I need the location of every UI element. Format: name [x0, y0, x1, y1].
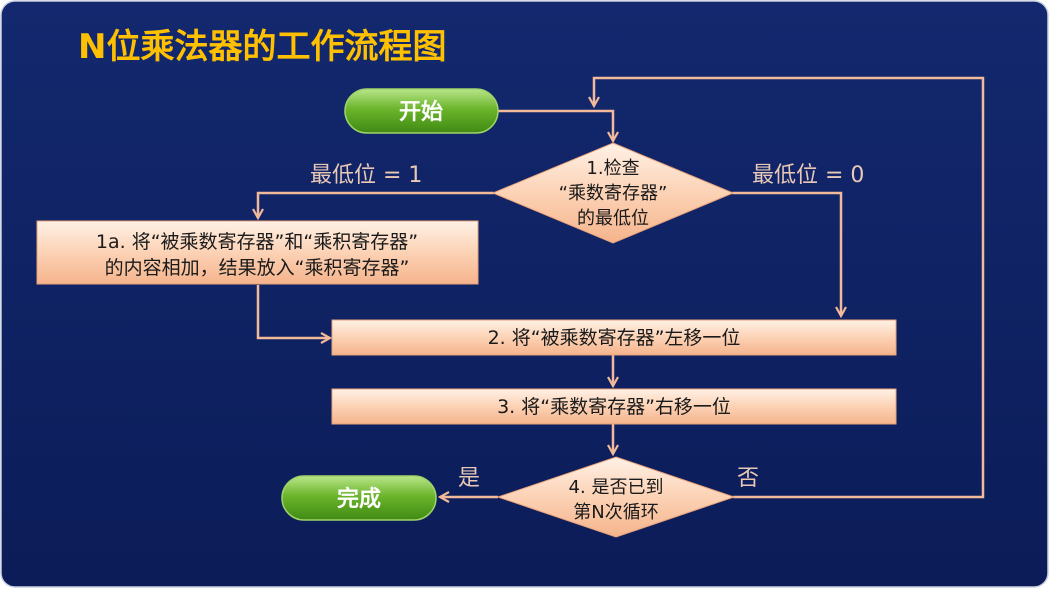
arrow-start-to-check: [498, 109, 613, 141]
end-node: 完成: [281, 475, 437, 521]
add-process-box: 1a. 将“被乘数寄存器”和“乘积寄存器” 的内容相加，结果放入“乘积寄存器”: [36, 220, 479, 285]
arrow-loop-no-to-check: [594, 76, 985, 499]
arrow-check-to-shift-left: [732, 191, 841, 316]
end-label: 完成: [337, 486, 381, 512]
branch-label-no: 否: [737, 466, 759, 491]
loop-check-line-2: 第N次循环: [573, 502, 658, 523]
branch-label-lsb-zero: 最低位 = 0: [752, 163, 864, 188]
check-line-2: “乘数寄存器”: [559, 183, 668, 204]
page-title: N位乘法器的工作流程图: [78, 27, 446, 67]
shift-right-box: 3. 将“乘数寄存器”右移一位: [331, 388, 897, 425]
branch-label-yes: 是: [458, 466, 480, 491]
check-lsb-diamond: 1.检查 “乘数寄存器” 的最低位: [491, 142, 735, 244]
start-node: 开始: [344, 88, 499, 134]
add-line-2: 的内容相加，结果放入“乘积寄存器”: [105, 257, 410, 279]
loop-check-line-1: 4. 是否已到: [569, 477, 664, 498]
check-line-1: 1.检查: [586, 158, 639, 179]
shift-right-label: 3. 将“乘数寄存器”右移一位: [497, 396, 731, 418]
arrow-check-to-add: [258, 191, 494, 218]
shift-left-box: 2. 将“被乘数寄存器”左移一位: [331, 319, 897, 356]
shift-left-label: 2. 将“被乘数寄存器”左移一位: [488, 327, 741, 349]
loop-check-diamond: 4. 是否已到 第N次循环: [496, 456, 736, 538]
start-label: 开始: [399, 99, 443, 125]
check-line-3: 的最低位: [577, 208, 649, 229]
connectors: [256, 76, 985, 499]
branch-label-lsb-one: 最低位 = 1: [310, 163, 422, 188]
arrow-add-to-shift-left: [256, 285, 330, 338]
add-line-1: 1a. 将“被乘数寄存器”和“乘积寄存器”: [96, 231, 418, 253]
